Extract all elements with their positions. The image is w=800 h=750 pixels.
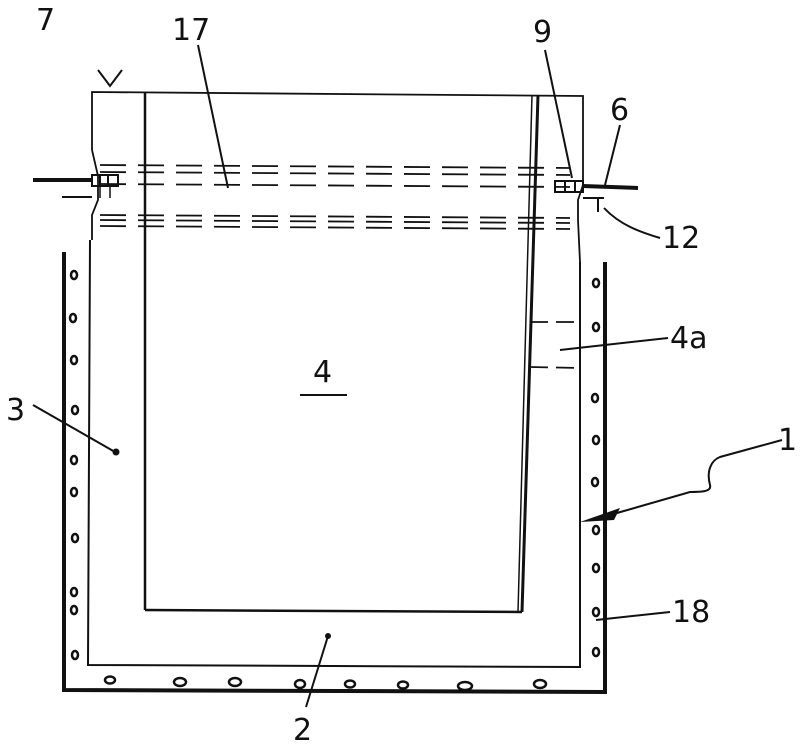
leader-18 [595, 611, 671, 621]
leader-17 [197, 44, 229, 189]
outer-container [62, 252, 607, 695]
label-7: 7 [36, 3, 55, 38]
label-1: 1 [778, 423, 797, 458]
lid-frame [91, 91, 584, 263]
dashed-band [99, 164, 571, 230]
leader-1 [609, 439, 783, 516]
leader-7 [97, 69, 123, 88]
label-2: 2 [293, 713, 312, 748]
label-6: 6 [610, 93, 629, 128]
left-wall-holes [68, 269, 80, 661]
left-rod-fitting [33, 174, 119, 198]
leader-12 [603, 207, 661, 239]
point-2 [325, 633, 331, 639]
leader-9 [544, 49, 573, 179]
label-3: 3 [6, 393, 25, 428]
leader-2 [305, 635, 329, 708]
point-3 [112, 448, 120, 456]
label-4: 4 [313, 355, 332, 390]
leader-lines [32, 44, 783, 708]
leader-6 [604, 124, 621, 186]
right-wall-holes [590, 277, 601, 658]
label-17: 17 [172, 13, 210, 48]
label-12: 12 [662, 221, 700, 256]
leader-3 [32, 404, 116, 453]
right-rod-fitting [554, 180, 639, 212]
arrowhead-1 [580, 508, 620, 522]
bottom-holes [103, 675, 548, 692]
leader-4a [559, 337, 669, 351]
label-9: 9 [533, 15, 552, 50]
inner-vessel [143, 92, 540, 614]
label-18: 18 [672, 595, 710, 630]
inner-liner [86, 239, 581, 669]
label-4a: 4a [670, 321, 707, 356]
dashed-segment-4a [529, 321, 581, 369]
